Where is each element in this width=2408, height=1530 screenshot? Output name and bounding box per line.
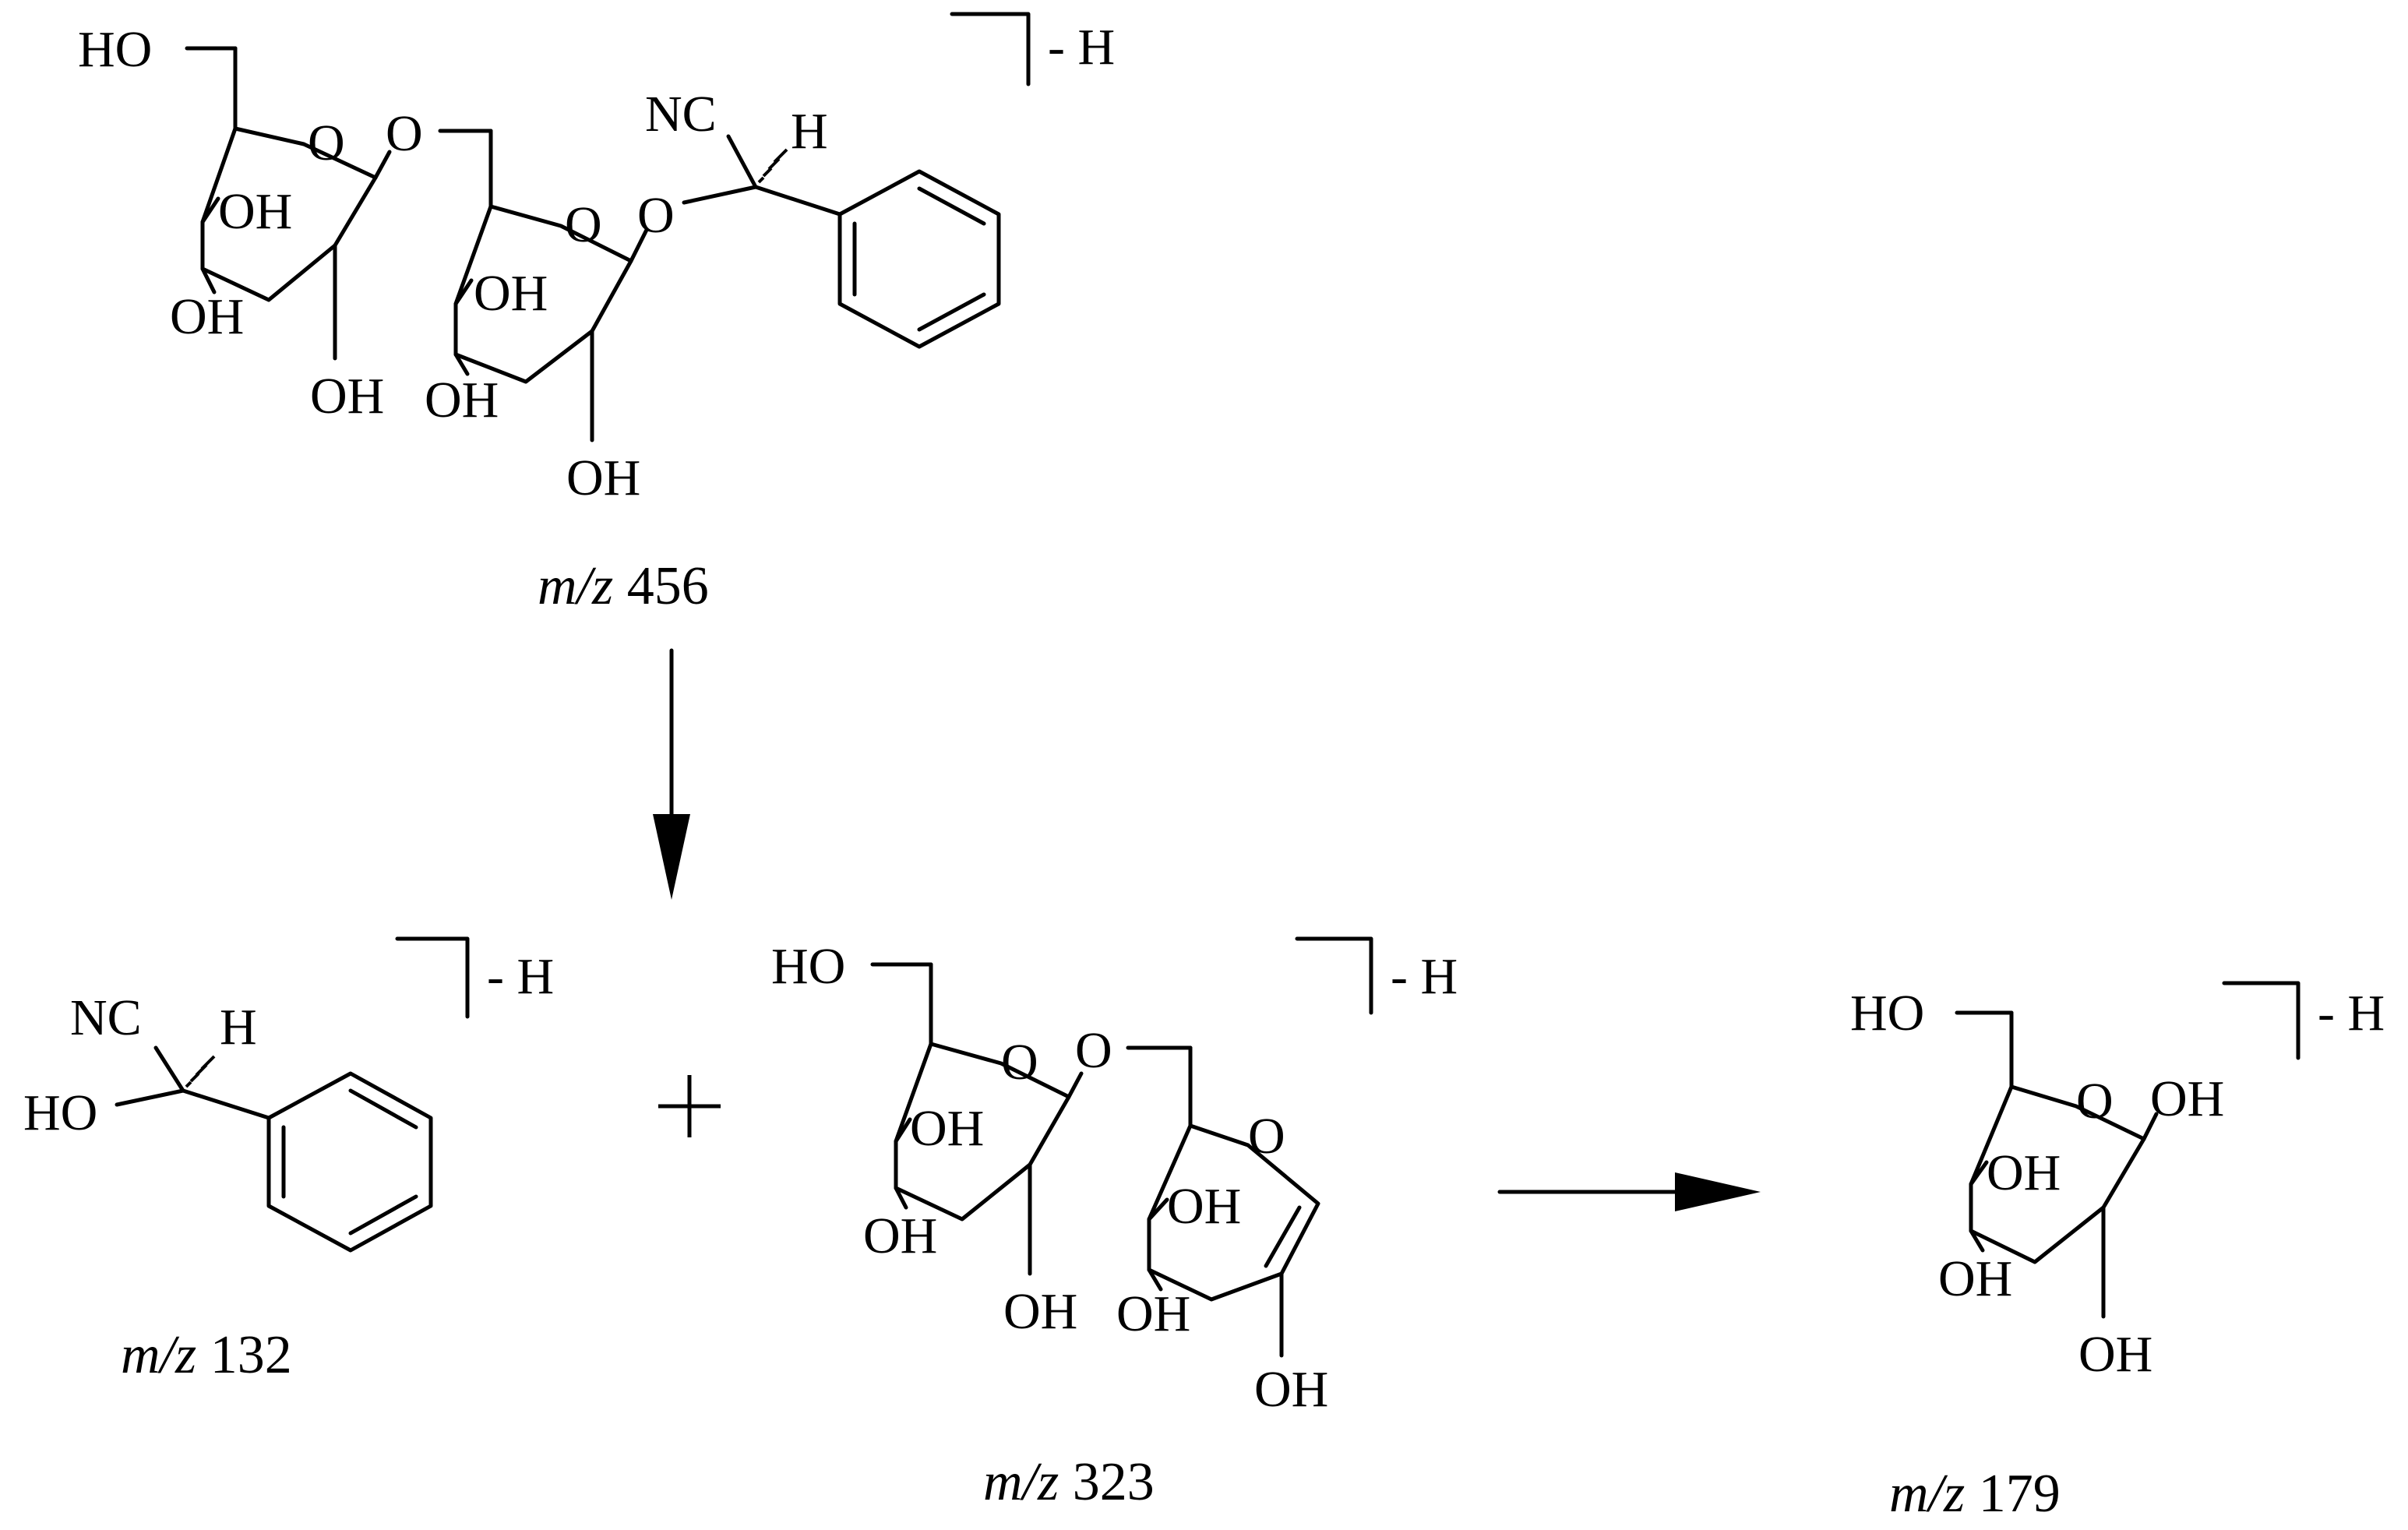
ring-b-bonds bbox=[453, 204, 633, 384]
fragment-323-molecule: HO O O OH OH OH O OH OH OH - H m/z 323 bbox=[771, 936, 1458, 1512]
label-mz-323: m/z 323 bbox=[983, 1452, 1155, 1512]
atom-o-link: O bbox=[386, 105, 423, 162]
atom-ho-6: HO bbox=[78, 21, 152, 78]
label-mz-456: m/z 456 bbox=[538, 556, 709, 616]
f323-ring-b-oh4-bond bbox=[1147, 1197, 1169, 1222]
f132-atom-h: H bbox=[220, 999, 257, 1056]
arrow-right bbox=[1497, 1172, 1761, 1211]
bracket-179 bbox=[2222, 981, 2300, 1060]
f132-atom-ho: HO bbox=[23, 1084, 97, 1141]
mz-value-179: 179 bbox=[1979, 1464, 2061, 1524]
f179-atom-oh-4: OH bbox=[1987, 1144, 2061, 1201]
arrow-down bbox=[653, 648, 690, 900]
f323-ring-a-anomeric-bond bbox=[1067, 1071, 1084, 1099]
bracket-323 bbox=[1295, 936, 1373, 1015]
f323-ring-b-double-bond bbox=[1264, 1205, 1302, 1268]
f179-oh4-bond bbox=[1969, 1160, 1989, 1186]
mz-prefix-179: m/z bbox=[1889, 1464, 1965, 1524]
atom-oh-b2: OH bbox=[566, 449, 640, 506]
charge-132: - H bbox=[487, 948, 554, 1005]
f323-atom-o-link: O bbox=[1075, 1022, 1112, 1079]
f179-atom-o-ring: O bbox=[2076, 1073, 2114, 1130]
atom-oh-a3: OH bbox=[170, 288, 244, 345]
phenyl-attach-bond bbox=[753, 185, 842, 217]
bracket-456 bbox=[950, 12, 1031, 86]
hashed-h-bond bbox=[757, 148, 788, 184]
ring-a-oh3-bond bbox=[200, 266, 217, 294]
f323-ring-a-oh4-bond bbox=[894, 1117, 912, 1144]
atom-oh-a4: OH bbox=[218, 183, 292, 240]
f132-atom-nc: NC bbox=[70, 989, 142, 1046]
phenyl-ring-132 bbox=[266, 1071, 433, 1253]
mz-value-323: 323 bbox=[1073, 1452, 1155, 1512]
f179-atom-oh-2: OH bbox=[2078, 1326, 2152, 1383]
charge-456: - H bbox=[1048, 19, 1115, 76]
phenyl-ring-456 bbox=[837, 169, 1001, 349]
mz-prefix-456: m/z bbox=[538, 556, 613, 616]
atom-h-chiral: H bbox=[791, 103, 828, 160]
f323-atom-oh-b3: OH bbox=[1116, 1285, 1190, 1342]
ring-b-oh3-bond bbox=[453, 352, 470, 376]
f179-atom-ho-6: HO bbox=[1850, 985, 1924, 1042]
fragment-132-molecule: NC H HO - H m/z 132 bbox=[23, 936, 554, 1385]
plus-sign bbox=[658, 1075, 721, 1137]
mz-prefix-323: m/z bbox=[983, 1452, 1059, 1512]
f323-atom-oh-a2: OH bbox=[1003, 1283, 1077, 1340]
f323-atom-oh-a4: OH bbox=[910, 1100, 984, 1157]
f323-ring-b-bonds bbox=[1147, 1123, 1320, 1302]
aglycone-o-bond bbox=[682, 185, 758, 205]
f179-atom-oh-3: OH bbox=[1938, 1250, 2012, 1307]
f132-phenyl-attach-bond bbox=[181, 1088, 271, 1120]
ring-a-bonds bbox=[200, 126, 378, 302]
f323-ring-a-oh3-bond bbox=[894, 1186, 908, 1210]
f179-oh3-bond bbox=[1969, 1229, 1985, 1253]
f323-atom-oh-b4: OH bbox=[1167, 1178, 1241, 1235]
label-mz-179: m/z 179 bbox=[1889, 1464, 2061, 1524]
f323-ring-a-bonds bbox=[894, 1042, 1071, 1222]
atom-oh-a2: OH bbox=[310, 368, 384, 425]
ring-a-anomeric-bond bbox=[373, 150, 392, 180]
bracket-132 bbox=[395, 936, 470, 1019]
atom-nc: NC bbox=[645, 86, 717, 143]
f323-atom-o-ring-b: O bbox=[1248, 1108, 1285, 1165]
f179-oh1-bond bbox=[2142, 1112, 2159, 1141]
f323-atom-o-ring-a: O bbox=[1001, 1034, 1038, 1091]
f179-atom-oh-1: OH bbox=[2150, 1070, 2224, 1127]
mz-value-456: 456 bbox=[627, 556, 709, 616]
charge-323: - H bbox=[1391, 948, 1458, 1005]
phenyl-ring-456-double-bonds bbox=[852, 186, 986, 332]
atom-oh-b4: OH bbox=[474, 265, 548, 322]
f323-atom-ho-6: HO bbox=[771, 938, 845, 995]
ring-b-oh4-bond bbox=[453, 278, 474, 306]
atom-o-aglycone: O bbox=[637, 187, 675, 244]
label-mz-132: m/z 132 bbox=[121, 1325, 292, 1385]
f323-atom-oh-enol: OH bbox=[1254, 1361, 1328, 1418]
atom-oh-b3: OH bbox=[425, 372, 499, 428]
ring-a-oh4-bond bbox=[200, 196, 220, 224]
f179-ring-bonds bbox=[1969, 1084, 2146, 1264]
f132-hashed-h-bond bbox=[185, 1055, 216, 1088]
mz-value-132: 132 bbox=[210, 1325, 292, 1385]
atom-o-ring-b: O bbox=[565, 196, 602, 253]
charge-179: - H bbox=[2318, 985, 2385, 1042]
nc-bond bbox=[726, 134, 758, 189]
precursor-molecule: HO O O OH OH OH O OH OH OH O NC H - H m/… bbox=[78, 12, 1115, 616]
f323-ring-b-oh3-bond bbox=[1147, 1267, 1163, 1292]
f132-nc-bond bbox=[153, 1045, 185, 1093]
ring-b-anomeric-bond bbox=[629, 227, 649, 263]
f323-atom-oh-a3: OH bbox=[863, 1207, 937, 1264]
atom-o-ring-a: O bbox=[308, 115, 345, 171]
mz-prefix-132: m/z bbox=[121, 1325, 196, 1385]
fragment-179-molecule: HO O OH OH OH OH - H m/z 179 bbox=[1850, 981, 2385, 1524]
f132-ho-bond bbox=[115, 1088, 185, 1107]
phenyl-ring-132-double-bonds bbox=[281, 1088, 418, 1236]
